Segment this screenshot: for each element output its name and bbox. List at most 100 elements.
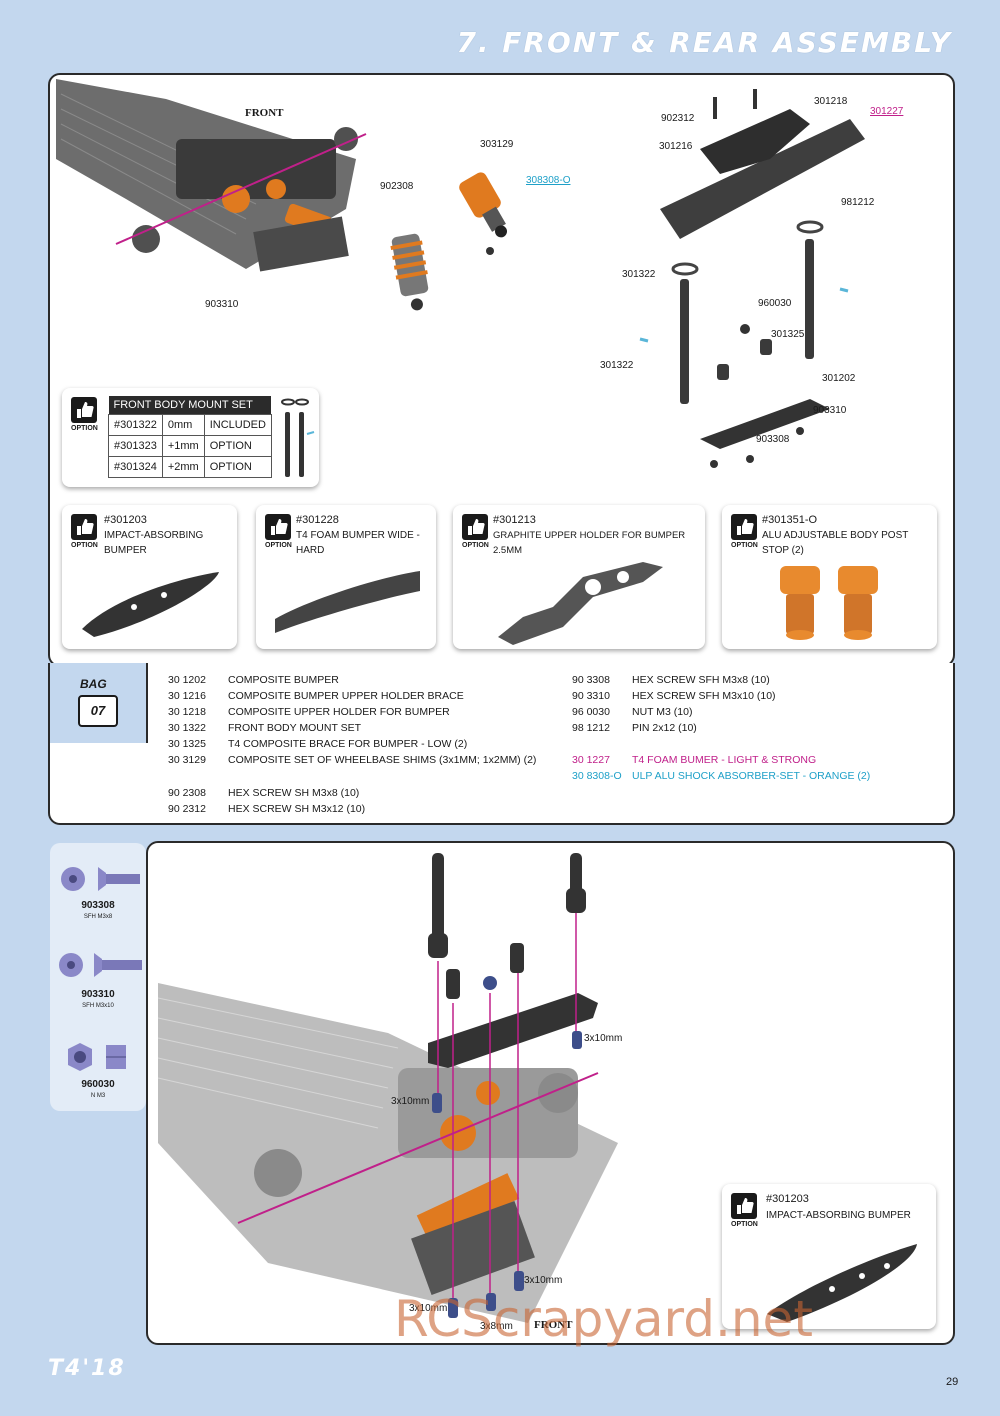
bottom-assembly-panel: 3x10mm 3x10mm 3x10mm 3x10mm 3x8mm FRONT … [146, 841, 955, 1345]
thumbs-up-icon [71, 514, 97, 540]
part-number: #301322 [108, 414, 163, 436]
sfh-screw-icon [61, 867, 140, 891]
option-label: OPTION [71, 425, 98, 432]
hardware-label: 960030 [81, 1079, 115, 1090]
alu-body-post-stop-illustration [780, 566, 878, 640]
dimension-label: 3x10mm [524, 1275, 563, 1286]
bumper-illustration [82, 572, 219, 637]
dimension-label: 3x10mm [391, 1096, 430, 1107]
sfh-screw-icon [59, 953, 142, 977]
part-label: 308308-O [526, 175, 571, 186]
top-assembly-panel: FRONT [48, 73, 955, 667]
part-label: 903308 [756, 434, 790, 445]
dimension-label: 3x10mm [409, 1303, 448, 1314]
option-card: OPTION #301228 T4 FOAM BUMPER WIDE - HAR… [256, 505, 436, 649]
option-card: OPTION #301203 IMPACT-ABSORBING BUMPER [722, 1184, 936, 1329]
part-label: 902308 [380, 181, 414, 192]
hardware-sub: SFH M3x8 [83, 914, 113, 920]
option-label: OPTION [462, 542, 489, 549]
part-number: #301323 [108, 435, 163, 457]
part-label: 301322 [600, 360, 634, 371]
status: OPTION [203, 435, 272, 457]
hardware-sidebar: 903308 SFH M3x8 903310 SFH M3x10 960030 … [50, 843, 146, 1111]
part-label: 301325 [771, 329, 805, 340]
part-label: 301227 [870, 106, 904, 117]
offset: +1mm [161, 435, 205, 457]
option-part-name: GRAPHITE UPPER HOLDER FOR BUMPER 2.5MM [493, 530, 686, 556]
offset: +2mm [161, 456, 205, 478]
hardware-sub: N M3 [90, 1093, 106, 1099]
option-part-number: #301228 [296, 514, 339, 526]
dimension-label: 3x8mm [480, 1321, 513, 1332]
shock-absorber-illustration [390, 172, 507, 311]
part-label: 301218 [814, 96, 848, 107]
page-number: 29 [946, 1376, 959, 1388]
bumper-assembly-illustration [639, 89, 865, 468]
front-label: FRONT [245, 107, 284, 119]
part-label: 301322 [622, 269, 656, 280]
status: INCLUDED [203, 414, 272, 436]
option-label: OPTION [731, 1221, 758, 1228]
part-label: 903310 [205, 299, 239, 310]
part-label: 301202 [822, 373, 856, 384]
nut-icon [68, 1043, 126, 1071]
option-part-number: #301203 [766, 1193, 809, 1205]
option-part-name: ALU ADJUSTABLE BODY POST STOP (2) [762, 530, 909, 556]
option-part-number: #301351-O [762, 514, 818, 526]
option-label: OPTION [731, 542, 758, 549]
status: OPTION [203, 456, 272, 478]
part-label: 303129 [480, 139, 514, 150]
body-post-illustration [281, 398, 315, 477]
dimension-label: 3x10mm [584, 1033, 623, 1044]
option-card: OPTION #301213 GRAPHITE UPPER HOLDER FOR… [453, 505, 705, 649]
option-part-name: IMPACT-ABSORBING BUMPER [766, 1210, 911, 1221]
option-card: OPTION #301351-O ALU ADJUSTABLE BODY POS… [722, 505, 937, 649]
option-card: OPTION #301203 IMPACT-ABSORBING BUMPER [62, 505, 237, 649]
part-label: 301216 [659, 141, 693, 152]
option-part-name: T4 FOAM BUMPER WIDE - HARD [296, 530, 420, 556]
bag-label: BAG [80, 677, 107, 691]
option-label: OPTION [71, 542, 98, 549]
hardware-label: 903308 [81, 900, 115, 911]
option-part-number: #301203 [104, 514, 147, 526]
part-label: 960030 [758, 298, 792, 309]
option-part-number: #301213 [493, 514, 536, 526]
bottom-assembly-illustration [157, 853, 618, 1323]
page-title: 7. FRONT & REAR ASSEMBLY [456, 26, 952, 59]
thumbs-up-icon [731, 514, 757, 540]
thumbs-up-icon [71, 397, 97, 423]
part-label: 903310 [813, 405, 847, 416]
hardware-label: 903310 [81, 989, 115, 1000]
front-label: FRONT [534, 1319, 573, 1331]
part-number: #301324 [108, 456, 163, 478]
option-label: OPTION [265, 542, 292, 549]
bag-number-badge: 07 [78, 695, 118, 727]
front-chassis-illustration [56, 79, 367, 272]
hardware-sub: SFH M3x10 [82, 1003, 114, 1009]
bag-area: BAG 07 [50, 663, 148, 743]
body-mount-header: FRONT BODY MOUNT SET [108, 396, 272, 415]
watermark: RCScrapyard.net [394, 1290, 813, 1348]
thumbs-up-icon [265, 514, 291, 540]
graphite-holder-illustration [498, 562, 663, 645]
